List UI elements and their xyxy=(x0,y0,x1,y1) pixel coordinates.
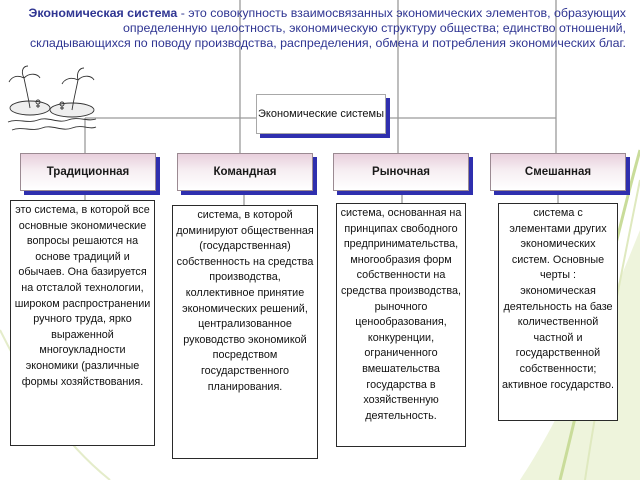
command-description: система, в которой доминируют общественн… xyxy=(172,205,318,459)
term-label: Экономическая система xyxy=(28,6,178,20)
economic-systems-node: Экономические системы xyxy=(256,94,386,134)
type-command-box: Командная xyxy=(177,153,313,191)
type-mixed-box: Смешанная xyxy=(490,153,626,191)
definition-text: - это совокупность взаимосвязанных эконо… xyxy=(29,6,626,50)
type-market-box: Рыночная xyxy=(333,153,469,191)
island-illustration xyxy=(7,65,97,131)
market-description: система, основанная на принципах свободн… xyxy=(336,203,466,447)
mixed-description: система с элементами других экономически… xyxy=(498,203,618,421)
traditional-description: это система, в которой все основные экон… xyxy=(10,200,155,446)
type-traditional-box: Традиционная xyxy=(20,153,156,191)
definition-heading: Экономическая система - это совокупность… xyxy=(20,6,626,51)
